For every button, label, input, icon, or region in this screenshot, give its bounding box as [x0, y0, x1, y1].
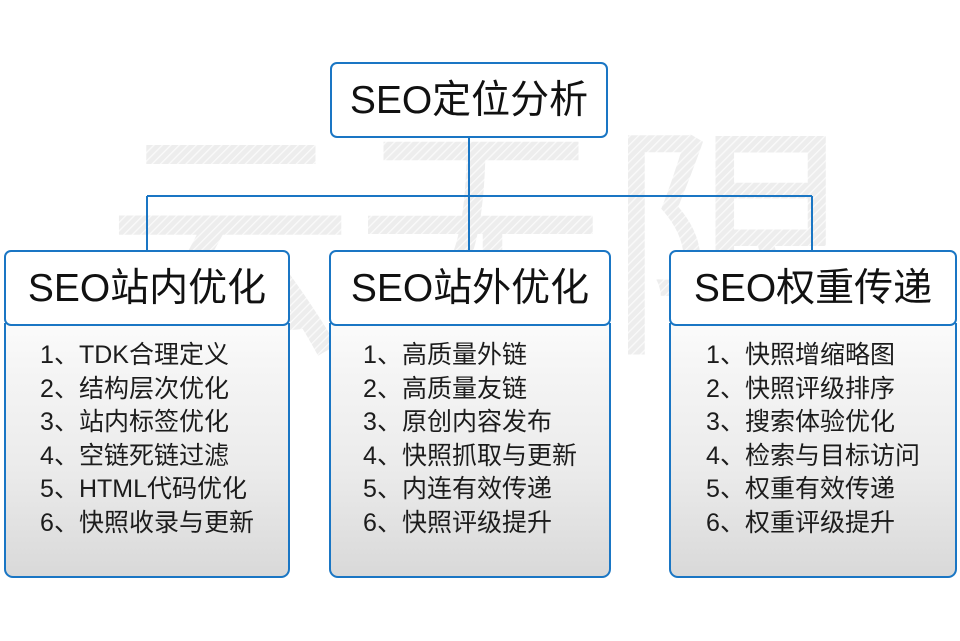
branch-body-2: 1、高质量外链 2、高质量友链 3、原创内容发布 4、快照抓取与更新 5、内连有…: [329, 323, 611, 578]
branch-item-list-1: 1、TDK合理定义 2、结构层次优化 3、站内标签优化 4、空链死链过滤 5、H…: [40, 339, 254, 540]
list-item: 3、搜索体验优化: [706, 408, 895, 436]
list-item: 2、高质量友链: [363, 374, 527, 403]
list-item: 3、站内标签优化: [40, 408, 229, 436]
list-item: 4、检索与目标访问: [706, 441, 920, 470]
branch-item-list-2: 1、高质量外链 2、高质量友链 3、原创内容发布 4、快照抓取与更新 5、内连有…: [363, 339, 577, 540]
branch-header-label-2: SEO站外优化: [350, 266, 590, 310]
list-item: 6、权重评级提升: [706, 508, 895, 537]
root-node[interactable]: SEO定位分析: [330, 62, 608, 138]
branch-item-list-3: 1、快照增缩略图 2、快照评级排序 3、搜索体验优化 4、检索与目标访问 5、权…: [706, 339, 920, 540]
list-item: 4、快照抓取与更新: [363, 441, 577, 470]
branch-column-2: SEO站外优化 1、高质量外链 2、高质量友链 3、原创内容发布 4、快照抓取与…: [329, 250, 611, 578]
list-item: 1、TDK合理定义: [40, 341, 229, 369]
list-item: 1、快照增缩略图: [706, 341, 895, 369]
list-item: 5、权重有效传递: [706, 475, 895, 503]
list-item: 5、HTML代码优化: [40, 475, 248, 503]
list-item: 3、原创内容发布: [363, 408, 552, 436]
branch-column-3: SEO权重传递 1、快照增缩略图 2、快照评级排序 3、搜索体验优化 4、检索与…: [669, 250, 957, 578]
root-node-label: SEO定位分析: [349, 78, 589, 122]
branch-body-1: 1、TDK合理定义 2、结构层次优化 3、站内标签优化 4、空链死链过滤 5、H…: [4, 323, 290, 578]
list-item: 5、内连有效传递: [363, 475, 552, 503]
list-item: 2、结构层次优化: [40, 374, 229, 403]
branch-body-3: 1、快照增缩略图 2、快照评级排序 3、搜索体验优化 4、检索与目标访问 5、权…: [669, 323, 957, 578]
branch-header-label-3: SEO权重传递: [693, 266, 933, 310]
list-item: 1、高质量外链: [363, 341, 527, 369]
branch-column-1: SEO站内优化 1、TDK合理定义 2、结构层次优化 3、站内标签优化 4、空链…: [4, 250, 290, 578]
branch-header-1[interactable]: SEO站内优化: [4, 250, 290, 326]
branch-header-3[interactable]: SEO权重传递: [669, 250, 957, 326]
branch-header-label-1: SEO站内优化: [27, 266, 267, 310]
list-item: 2、快照评级排序: [706, 374, 895, 403]
list-item: 4、空链死链过滤: [40, 441, 229, 470]
list-item: 6、快照评级提升: [363, 508, 552, 537]
list-item: 6、快照收录与更新: [40, 508, 254, 537]
branch-header-2[interactable]: SEO站外优化: [329, 250, 611, 326]
